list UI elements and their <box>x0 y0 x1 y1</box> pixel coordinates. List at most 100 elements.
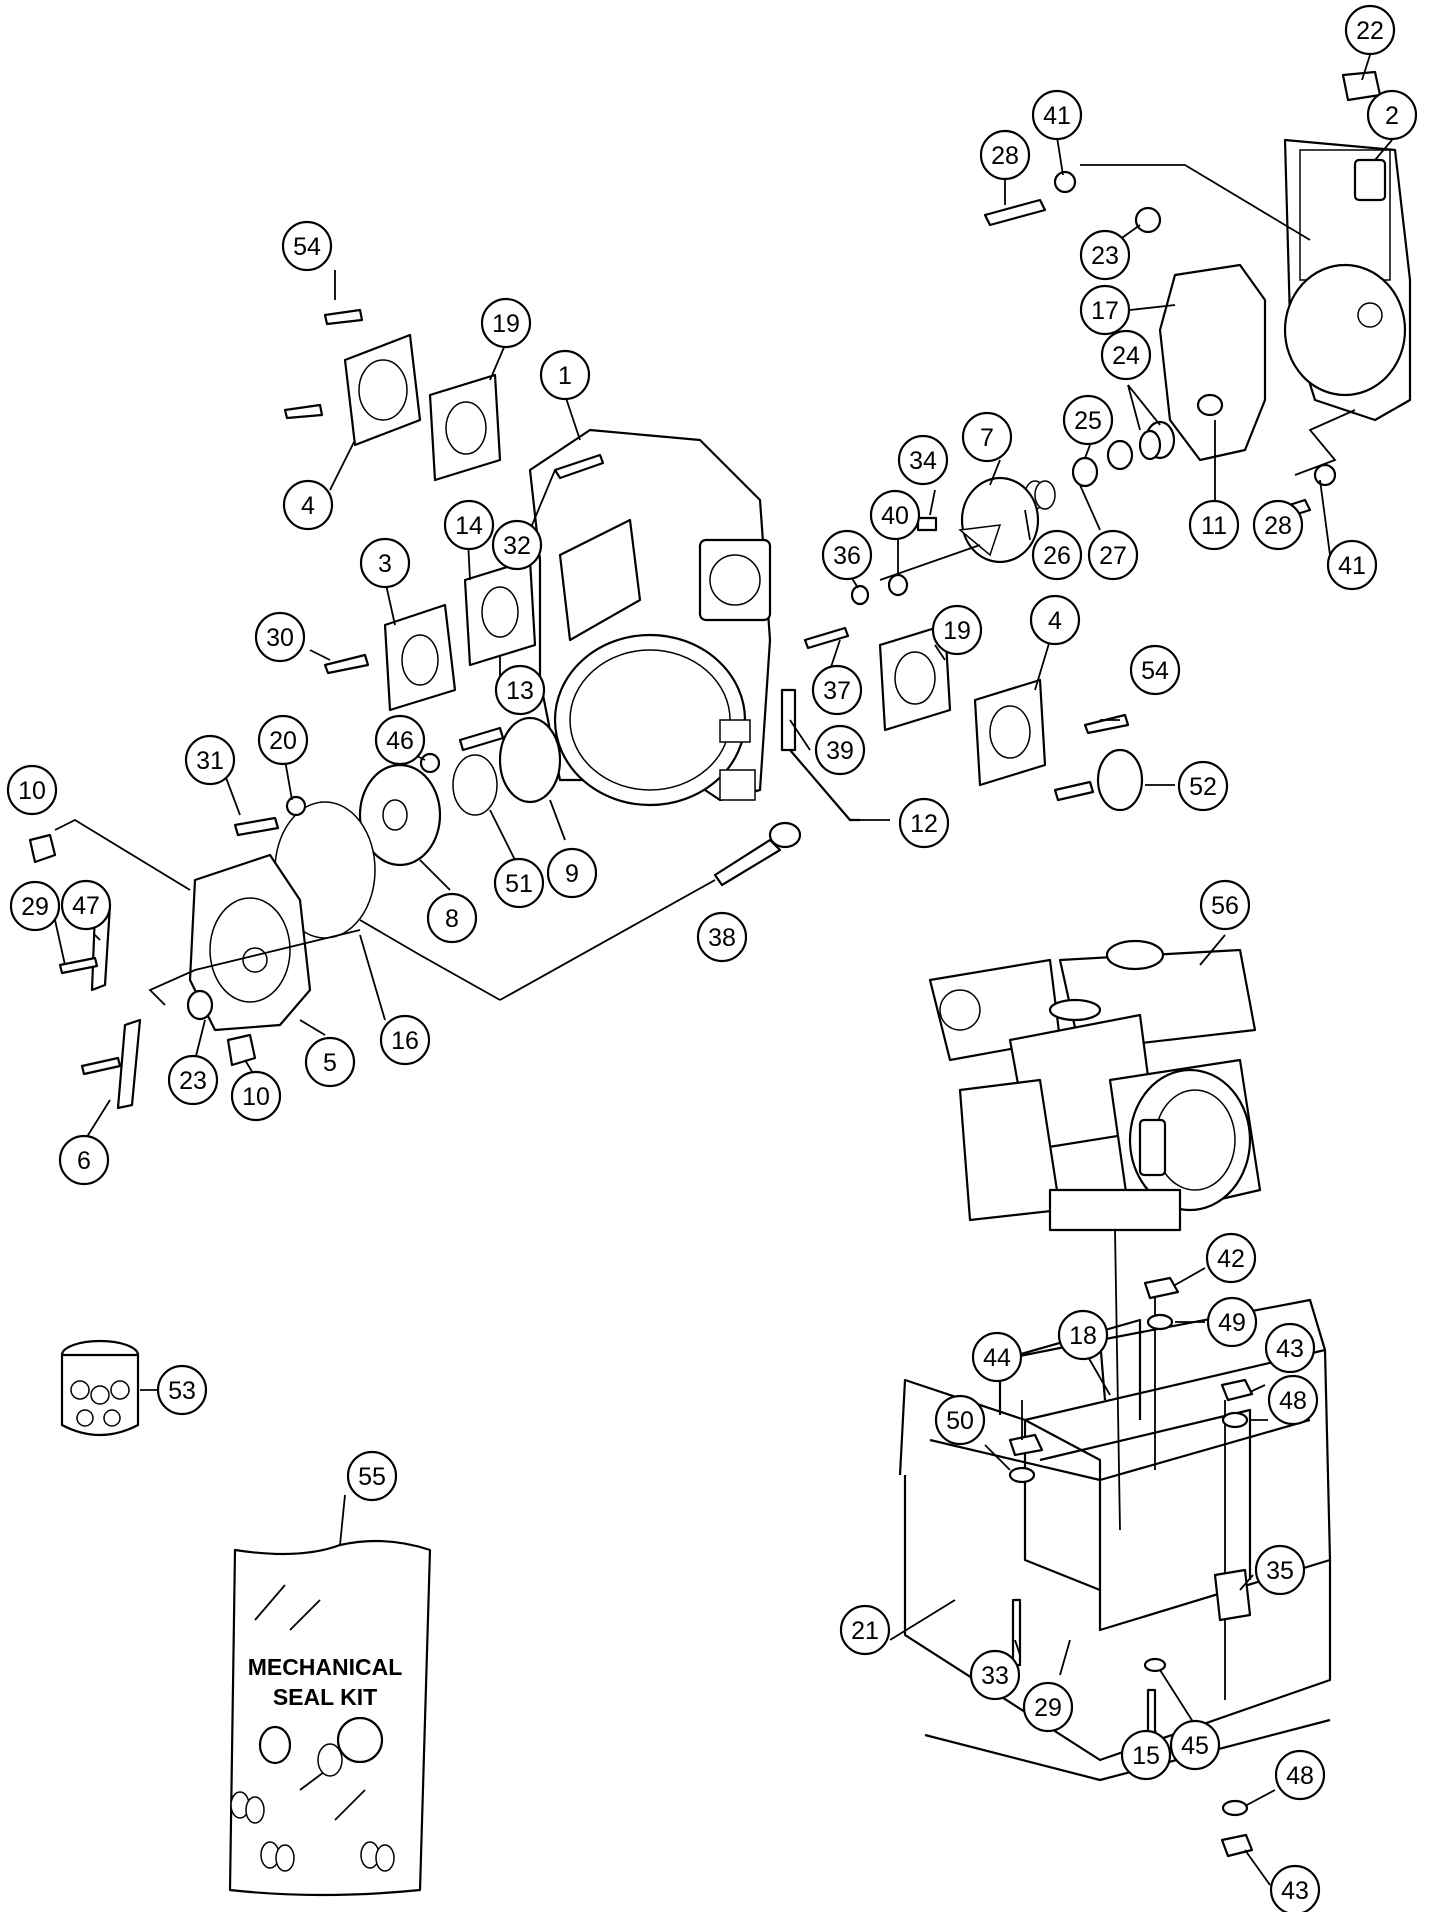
seal-parts <box>1024 393 1224 510</box>
washer-48-top <box>1221 1411 1249 1429</box>
wear-plate-8 <box>358 763 442 867</box>
callout-number: 5 <box>323 1049 337 1077</box>
callout-number: 4 <box>301 492 315 520</box>
callout-number: 33 <box>981 1662 1009 1690</box>
callout-41: 41 <box>1031 89 1083 141</box>
callout-10: 10 <box>230 1070 282 1122</box>
callout-4: 4 <box>282 479 334 531</box>
callout-17: 17 <box>1079 284 1131 336</box>
callout-48: 48 <box>1267 1374 1319 1426</box>
pin-39 <box>780 688 797 752</box>
callout-32: 32 <box>491 519 543 571</box>
callout-number: 56 <box>1211 892 1239 920</box>
frame-18 <box>898 1229 1332 1782</box>
washer-36 <box>850 584 870 606</box>
callout-14: 14 <box>443 499 495 551</box>
wear-ring-9 <box>498 716 562 804</box>
drain-plug-22 <box>1341 70 1382 102</box>
callout-number: 25 <box>1074 407 1102 435</box>
washer-49 <box>1146 1313 1174 1331</box>
kit-label-line-1: MECHANICAL <box>248 1654 403 1680</box>
callout-number: 54 <box>1141 657 1169 685</box>
nut-42 <box>1143 1276 1180 1300</box>
callout-number: 40 <box>881 502 909 530</box>
callout-number: 12 <box>910 810 938 838</box>
callout-40: 40 <box>869 489 921 541</box>
callout-35: 35 <box>1254 1544 1306 1596</box>
callout-number: 43 <box>1276 1335 1304 1363</box>
callout-20: 20 <box>257 714 309 766</box>
callout-12: 12 <box>898 797 950 849</box>
callout-51: 51 <box>493 857 545 909</box>
callout-number: 20 <box>269 727 297 755</box>
leader-lines <box>54 54 1393 1886</box>
callout-number: 7 <box>980 424 994 452</box>
callout-10: 10 <box>6 764 58 816</box>
callout-number: 30 <box>266 624 294 652</box>
callout-42: 42 <box>1205 1232 1257 1284</box>
callout-19: 19 <box>480 297 532 349</box>
callout-29: 29 <box>9 880 61 932</box>
callout-number: 23 <box>179 1067 207 1095</box>
callout-number: 10 <box>18 777 46 805</box>
callout-24: 24 <box>1100 329 1152 381</box>
callout-number: 1 <box>558 362 572 390</box>
callout-number: 41 <box>1338 552 1366 580</box>
callout-number: 8 <box>445 905 459 933</box>
callout-number: 6 <box>77 1147 91 1175</box>
callout-number: 28 <box>991 142 1019 170</box>
callout-44: 44 <box>971 1331 1023 1383</box>
callout-34: 34 <box>897 434 949 486</box>
callout-54: 54 <box>1129 644 1181 696</box>
callout-number: 29 <box>1034 1694 1062 1722</box>
callout-33: 33 <box>969 1649 1021 1701</box>
kit-label-line-2: SEAL KIT <box>273 1684 377 1710</box>
callout-8: 8 <box>426 892 478 944</box>
eye-bolt-38 <box>713 838 782 887</box>
callout-number: 24 <box>1112 342 1140 370</box>
pump-housing <box>528 428 772 807</box>
callout-number: 35 <box>1266 1557 1294 1585</box>
callout-6: 6 <box>58 1134 110 1186</box>
callout-number: 53 <box>168 1377 196 1405</box>
callout-27: 27 <box>1087 529 1139 581</box>
callout-38: 38 <box>696 911 748 963</box>
callout-4: 4 <box>1029 594 1081 646</box>
callout-22: 22 <box>1344 4 1396 56</box>
o-ring-51 <box>452 754 498 816</box>
callout-number: 15 <box>1132 1742 1160 1770</box>
callout-54: 54 <box>281 220 333 272</box>
callout-2: 2 <box>1366 89 1418 141</box>
seal-kit-bag-55: MECHANICAL SEAL KIT <box>228 1539 432 1897</box>
bolt-33 <box>1011 1598 1022 1667</box>
callout-29: 29 <box>1022 1681 1074 1733</box>
flange-4-left <box>343 333 422 447</box>
knob-10-bottom <box>226 1033 257 1067</box>
callout-number: 52 <box>1189 773 1217 801</box>
callout-number: 42 <box>1217 1245 1245 1273</box>
callout-number: 21 <box>851 1617 879 1645</box>
callout-46: 46 <box>374 714 426 766</box>
gasket-19-left <box>428 373 502 482</box>
callout-43: 43 <box>1269 1864 1321 1912</box>
plug-23-left <box>186 989 214 1021</box>
gasket-14 <box>463 558 537 667</box>
callout-number: 54 <box>293 233 321 261</box>
washer-41-top <box>1053 170 1077 194</box>
callout-39: 39 <box>814 724 866 776</box>
callout-number: 13 <box>506 677 534 705</box>
washer-46 <box>419 752 441 774</box>
callout-31: 31 <box>184 734 236 786</box>
eye-38 <box>768 821 802 849</box>
callout-number: 26 <box>1043 542 1071 570</box>
bolts <box>58 198 1312 1076</box>
cap-52 <box>1096 748 1144 812</box>
callout-number: 38 <box>708 924 736 952</box>
callout-21: 21 <box>839 1604 891 1656</box>
callout-56: 56 <box>1199 879 1251 931</box>
callout-52: 52 <box>1177 760 1229 812</box>
gasket-19-right <box>878 623 952 732</box>
callout-number: 47 <box>72 892 100 920</box>
flange-3 <box>383 603 457 712</box>
